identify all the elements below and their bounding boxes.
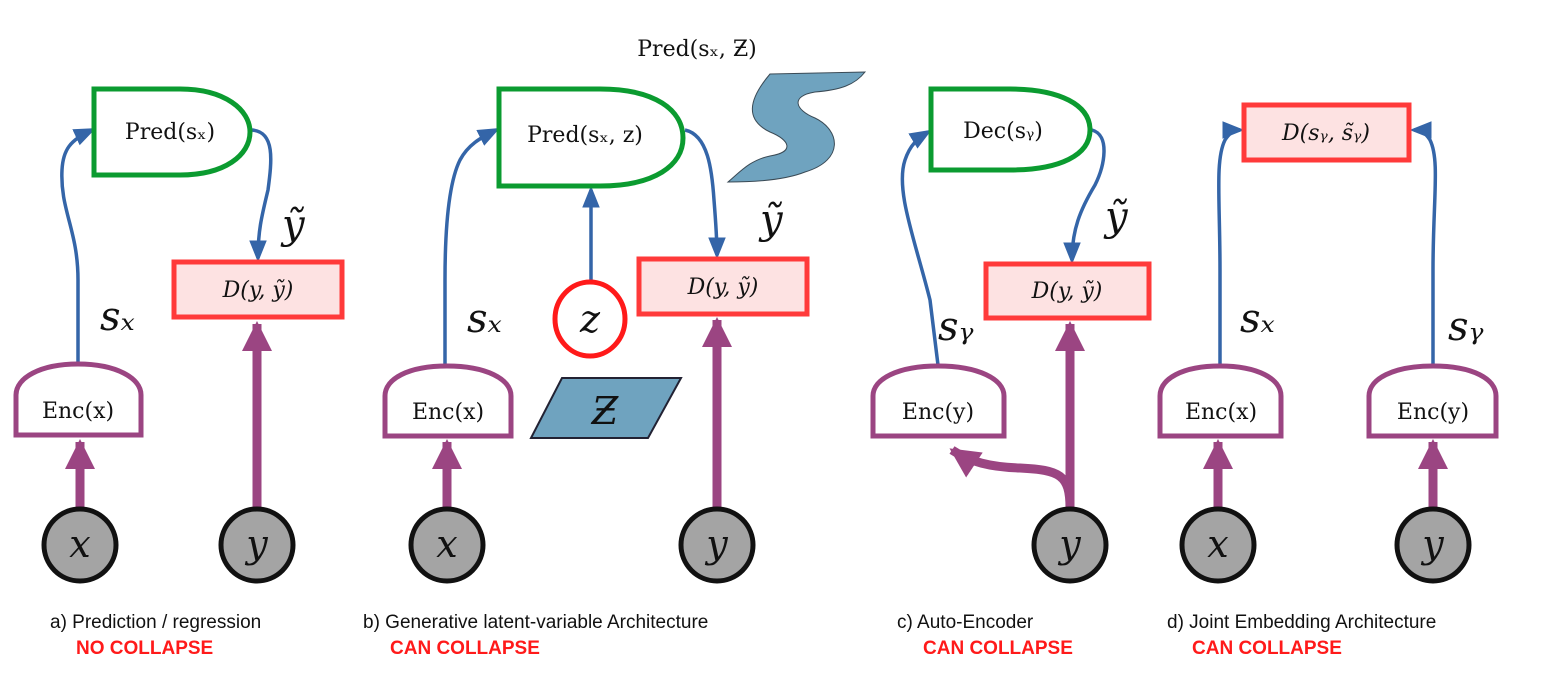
encoder-label: Enc(y): [902, 400, 974, 425]
prediction-label: ỹ: [1103, 194, 1129, 240]
latent-manifold-shape: [726, 71, 867, 183]
distance-block: [983, 261, 1152, 321]
distance-block: [1241, 102, 1412, 163]
input-y-node: [678, 506, 756, 584]
prediction-label: ỹ: [758, 197, 784, 243]
predictor-block: [496, 86, 686, 189]
input-y-node: [1394, 506, 1472, 584]
panel-d-joint-embedding: D(sᵧ, s̃ᵧ) sₓ sᵧ Enc(x) Enc(y) x y d) Jo…: [1157, 102, 1499, 659]
encoder-block: [870, 363, 1007, 439]
distance-label: D(y, ỹ): [222, 278, 294, 303]
input-x-node: [408, 506, 486, 584]
encoder-block: [13, 361, 144, 438]
latent-variable-node: [552, 279, 628, 359]
input-y-label: y: [704, 522, 728, 566]
input-y-node: [1031, 506, 1109, 584]
distance-label: D(y, ỹ): [1031, 279, 1103, 304]
encoder-label: Enc(x): [412, 400, 484, 425]
caption: b) Generative latent-variable Architectu…: [363, 612, 708, 633]
y-to-encoder-arrow: [949, 446, 1075, 509]
representation-y-label: sᵧ: [1448, 304, 1484, 350]
panel-b-generative-latent: Pred(sₓ, Ƶ) Pred(sₓ, z) D(y, ỹ) sₓ ỹ z Ƶ…: [363, 37, 867, 659]
collapse-status: CAN COLLAPSE: [390, 638, 540, 659]
predictor-label: Pred(sₓ, z): [527, 123, 643, 148]
panel-a-prediction: Pred(sₓ) D(y, ỹ) sₓ ỹ Enc(x) x y a) Pred…: [13, 86, 345, 659]
caption: a) Prediction / regression: [50, 612, 261, 633]
encoder-label: Enc(x): [42, 399, 114, 424]
collapse-status: CAN COLLAPSE: [1192, 638, 1342, 659]
encoder-to-decoder-arrow: [900, 129, 940, 366]
encoder-y-block: [1366, 363, 1499, 439]
encoder-x-to-distance-arrow: [1217, 121, 1245, 365]
encoder-to-predictor-arrow: [443, 128, 500, 365]
encoder-y-to-distance-arrow: [1409, 121, 1438, 365]
predictor-to-distance-arrow: [684, 128, 726, 260]
representation-label: sᵧ: [938, 304, 974, 350]
input-x-label: x: [69, 522, 90, 566]
latent-variable-label: z: [579, 297, 601, 341]
prediction-label: ỹ: [280, 202, 306, 248]
caption: c) Auto-Encoder: [897, 612, 1034, 633]
representation-label: sₓ: [467, 296, 502, 342]
input-x-label: x: [436, 522, 457, 566]
input-x-node: [41, 506, 119, 584]
encoder-x-label: Enc(x): [1185, 400, 1257, 425]
latent-set-parallelogram: [529, 377, 683, 439]
input-y-label: y: [1420, 522, 1444, 566]
decoder-label: Dec(sᵧ): [963, 119, 1043, 144]
encoder-x-block: [1157, 363, 1284, 439]
distance-label: D(sᵧ, s̃ᵧ): [1281, 121, 1370, 146]
input-y-label: y: [244, 522, 268, 566]
decoder-to-distance-arrow: [1063, 128, 1106, 265]
collapse-status: NO COLLAPSE: [76, 638, 213, 659]
encoder-y-label: Enc(y): [1397, 400, 1469, 425]
distance-block: [636, 256, 810, 317]
representation-x-label: sₓ: [1240, 296, 1275, 342]
predictor-label: Pred(sₓ): [125, 120, 215, 145]
collapse-status: CAN COLLAPSE: [923, 638, 1073, 659]
panel-c-auto-encoder: Dec(sᵧ) D(y, ỹ) sᵧ ỹ Enc(y) y c) Auto-En…: [870, 86, 1152, 659]
latent-set-label: Ƶ: [591, 389, 619, 433]
predictor-block: [91, 86, 253, 178]
input-x-label: x: [1207, 522, 1228, 566]
distance-block: [171, 259, 345, 320]
input-y-node: [218, 506, 296, 584]
encoder-block: [382, 363, 514, 439]
representation-label: sₓ: [100, 294, 135, 340]
distance-label: D(y, ỹ): [687, 275, 759, 300]
input-y-label: y: [1057, 522, 1081, 566]
caption: d) Joint Embedding Architecture: [1167, 612, 1436, 633]
input-x-node: [1179, 506, 1257, 584]
decoder-block: [928, 86, 1093, 173]
encoder-to-predictor-arrow: [60, 128, 97, 363]
latent-predictor-title: Pred(sₓ, Ƶ): [637, 37, 756, 62]
predictor-to-distance-arrow: [249, 128, 273, 263]
